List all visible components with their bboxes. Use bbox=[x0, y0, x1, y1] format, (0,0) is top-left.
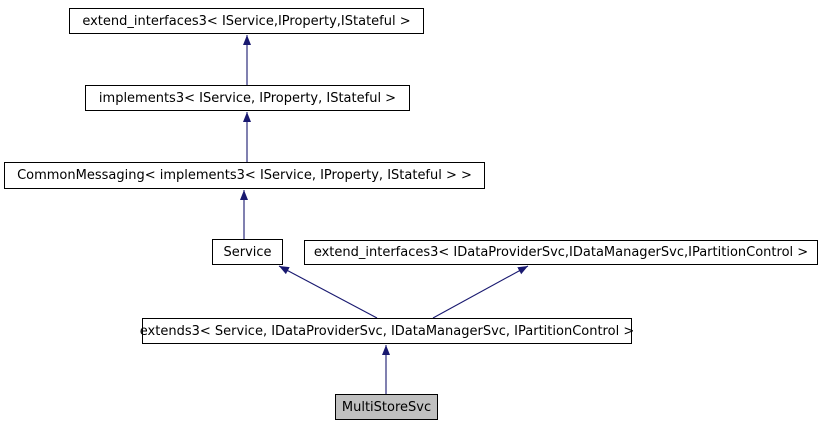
node-multistoresvc: MultiStoreSvc bbox=[335, 394, 438, 420]
edge-extends3-to-service bbox=[278, 265, 378, 319]
node-service[interactable]: Service bbox=[212, 239, 283, 265]
node-extends3[interactable]: extends3< Service, IDataProviderSvc, IDa… bbox=[140, 318, 634, 344]
node-implements3[interactable]: implements3< IService, IProperty, IState… bbox=[85, 85, 410, 111]
node-extend-interfaces3-iservice[interactable]: extend_interfaces3< IService,IProperty,I… bbox=[69, 8, 424, 34]
edge-extends3-to-extend-interfaces3b bbox=[432, 265, 529, 319]
node-commonmessaging[interactable]: CommonMessaging< implements3< IService, … bbox=[4, 162, 485, 189]
node-extend-interfaces3-idataprovidersvc[interactable]: extend_interfaces3< IDataProviderSvc,IDa… bbox=[304, 240, 818, 265]
